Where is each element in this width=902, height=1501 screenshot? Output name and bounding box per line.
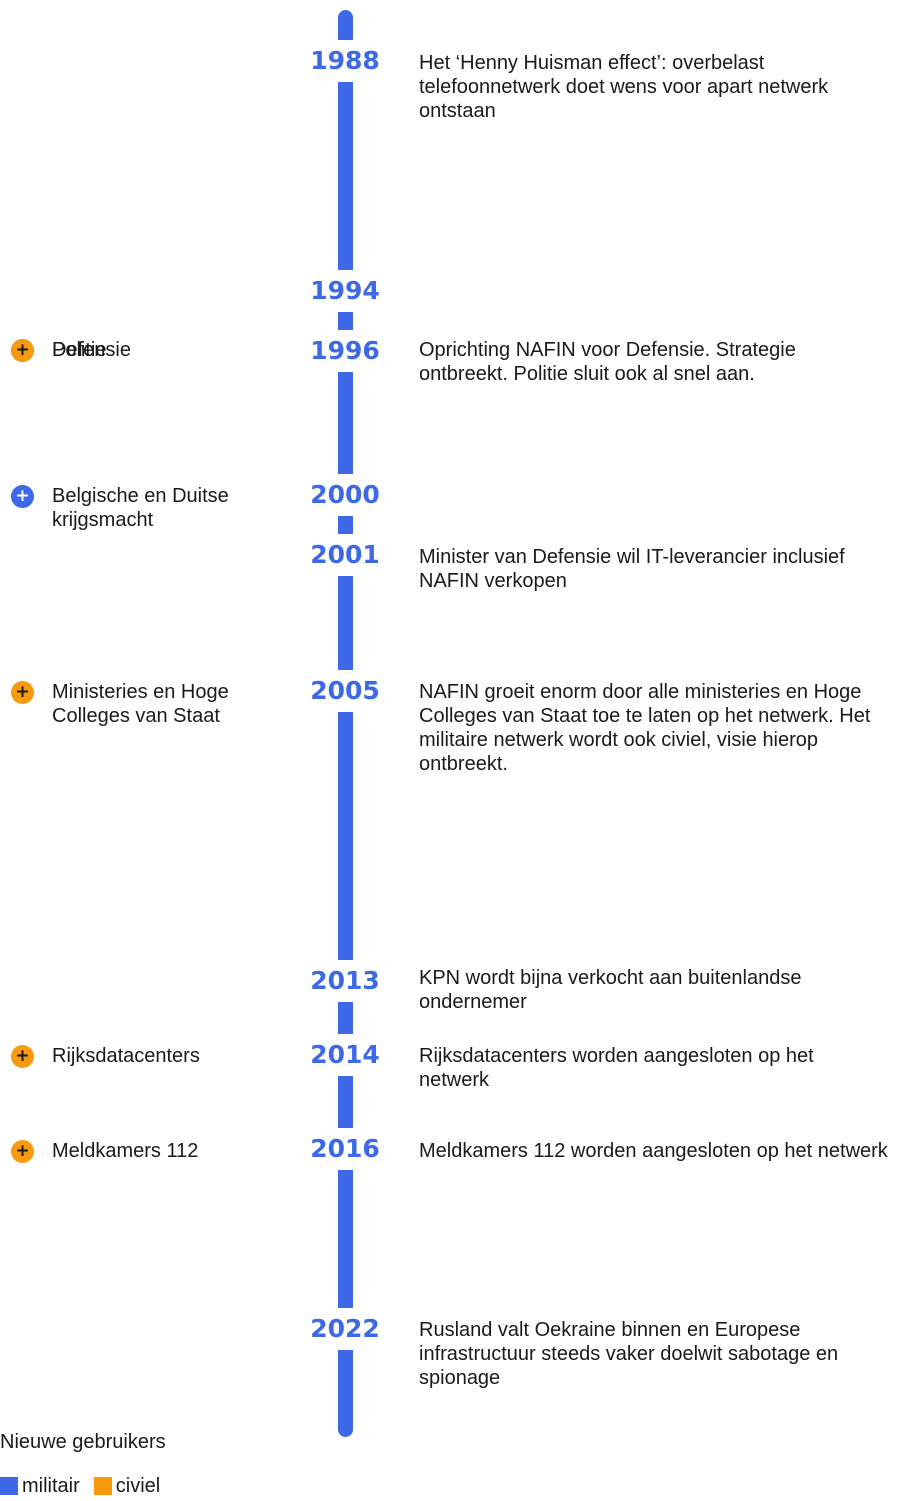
timeline-line-segment	[338, 516, 353, 534]
event-description: Het ‘Henny Huisman effect’: overbelast t…	[419, 52, 829, 122]
legend-label-militair: militair	[22, 1475, 80, 1497]
legend: militair civiel	[0, 1474, 174, 1498]
plus-icon: +	[11, 1045, 34, 1068]
plus-icon: +	[11, 339, 34, 362]
timeline-line-segment	[338, 1002, 353, 1034]
plus-icon: +	[11, 485, 34, 508]
timeline-line-segment	[338, 312, 353, 330]
event-description: KPN wordt bijna verkocht aan buitenlands…	[419, 967, 802, 1013]
year-label: 2000	[310, 480, 380, 509]
event-description: Rusland valt Oekraine binnen en Europese…	[419, 1319, 839, 1389]
timeline-line-segment	[338, 82, 353, 270]
timeline-line-segment	[338, 372, 353, 474]
year-label: 1988	[310, 46, 380, 75]
year-label: 2016	[310, 1134, 380, 1163]
event-description: NAFIN groeit enorm door alle ministeries…	[419, 681, 871, 775]
new-user-label: Politie	[52, 339, 107, 361]
timeline-line-segment	[338, 1076, 353, 1128]
year-label: 2013	[310, 966, 380, 995]
plus-icon: +	[11, 1140, 34, 1163]
year-label: 1996	[310, 336, 380, 365]
year-label: 2005	[310, 676, 380, 705]
event-description: Meldkamers 112 worden aangesloten op het…	[419, 1140, 888, 1162]
new-user-label: Meldkamers 112	[52, 1140, 199, 1162]
timeline-line-segment	[338, 576, 353, 670]
new-user-label: Ministeries en Hoge Colleges van Staat	[52, 681, 229, 727]
new-user-label: Defensie	[52, 339, 131, 361]
event-description: Minister van Defensie wil IT-leverancier…	[419, 546, 845, 592]
timeline-line-segment	[338, 10, 353, 40]
legend-swatch-civiel	[93, 1477, 112, 1495]
year-label: 2014	[310, 1040, 380, 1069]
year-label: 2022	[310, 1314, 380, 1343]
event-description: Oprichting NAFIN voor Defensie. Strategi…	[419, 339, 796, 385]
timeline-line-segment	[338, 1350, 353, 1437]
new-user-label: Belgische en Duitse krijgsmacht	[52, 485, 229, 531]
year-label: 2001	[310, 540, 380, 569]
plus-icon: +	[11, 681, 34, 704]
event-description: Rijksdatacenters worden aangesloten op h…	[419, 1045, 814, 1091]
timeline-line-segment	[338, 1170, 353, 1308]
timeline-line-segment	[338, 712, 353, 960]
new-user-label: Rijksdatacenters	[52, 1045, 200, 1067]
legend-title: Nieuwe gebruikers	[0, 1431, 166, 1453]
legend-swatch-militair	[0, 1477, 18, 1495]
year-label: 1994	[310, 276, 380, 305]
legend-label-civiel: civiel	[115, 1475, 161, 1497]
